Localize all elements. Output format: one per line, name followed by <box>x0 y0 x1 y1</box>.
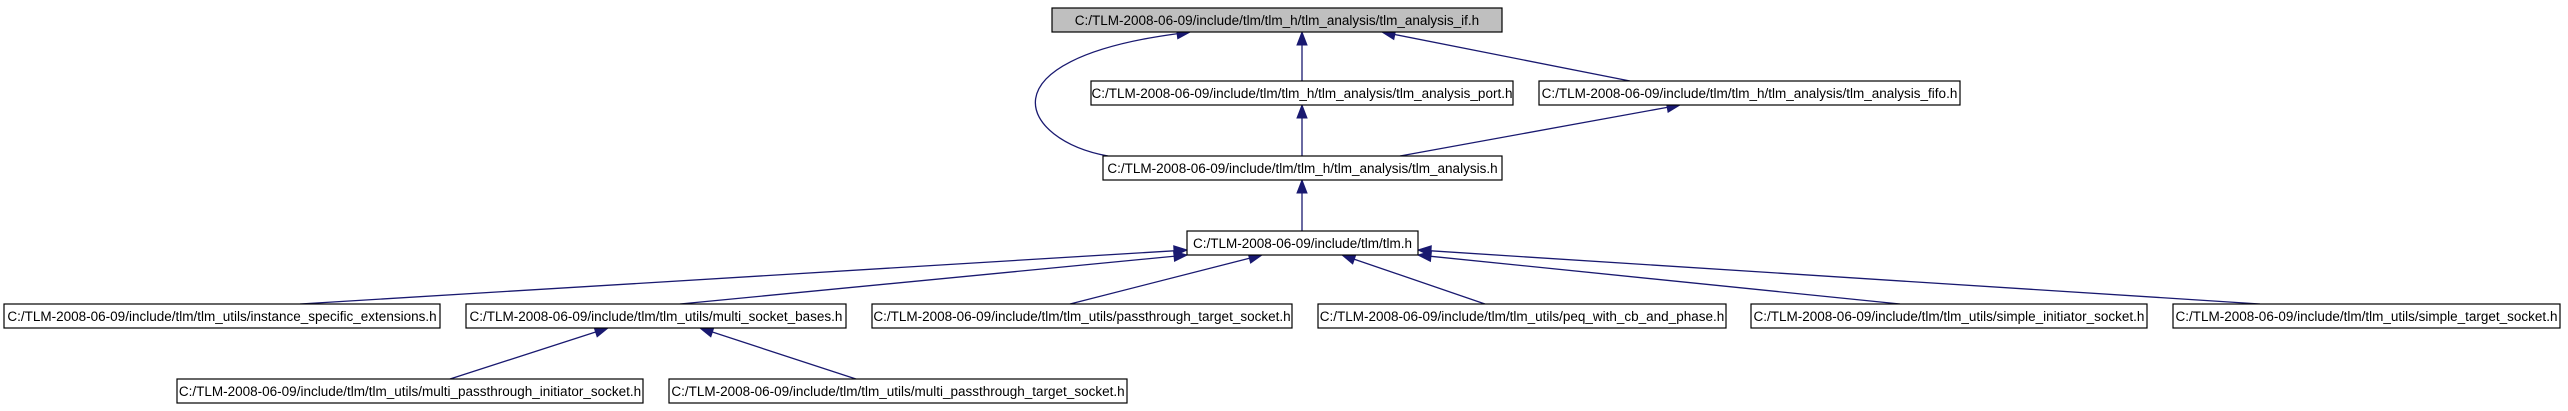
edges-layer <box>299 28 2261 380</box>
edge-line <box>1430 255 1901 305</box>
node-instance-specific-extensions[interactable]: C:/TLM-2008-06-09/include/tlm/tlm_utils/… <box>3 303 441 329</box>
node-peq-with-cb-and-phase[interactable]: C:/TLM-2008-06-09/include/tlm/tlm_utils/… <box>1317 303 1727 329</box>
node-box[interactable] <box>1186 230 1419 256</box>
node-box[interactable] <box>1750 303 2148 329</box>
node-label: C:/TLM-2008-06-09/include/tlm/tlm_h/tlm_… <box>1092 86 1513 101</box>
arrowhead <box>1296 103 1308 119</box>
node-box[interactable] <box>668 378 1128 404</box>
arrowhead <box>1173 250 1189 263</box>
edge-line <box>1430 250 2261 305</box>
node-multi-socket-bases[interactable]: C:/TLM-2008-06-09/include/tlm/tlm_utils/… <box>465 303 847 329</box>
node-box[interactable] <box>1090 80 1514 106</box>
node-box[interactable] <box>871 303 1293 329</box>
nodes-layer: C:/TLM-2008-06-09/include/tlm/tlm_h/tlm_… <box>3 7 2561 404</box>
edge-tlm_analysis-to-tlm_analysis_port <box>1296 103 1308 156</box>
edge-tlm-to-tlm_analysis <box>1296 178 1308 231</box>
edge-line <box>1399 106 1668 157</box>
node-label: C:/TLM-2008-06-09/include/tlm/tlm_utils/… <box>7 309 436 324</box>
edge-multi_passthrough_initiator_socket-to-multi_socket_bases <box>449 326 610 380</box>
node-label: C:/TLM-2008-06-09/include/tlm/tlm_utils/… <box>1320 309 1724 324</box>
node-box[interactable] <box>1102 155 1503 181</box>
arrowhead <box>698 326 715 338</box>
node-tlm-analysis[interactable]: C:/TLM-2008-06-09/include/tlm/tlm_h/tlm_… <box>1102 155 1503 181</box>
node-label: C:/TLM-2008-06-09/include/tlm/tlm_utils/… <box>2176 309 2558 324</box>
edge-multi_passthrough_target_socket-to-multi_socket_bases <box>698 326 857 380</box>
edge-simple_initiator_socket-to-tlm <box>1416 250 1901 305</box>
edge-peq_with_cb_and_phase-to-tlm <box>1340 253 1486 305</box>
node-label: C:/TLM-2008-06-09/include/tlm/tlm_utils/… <box>1754 309 2145 324</box>
arrowhead <box>1416 245 1432 257</box>
arrowhead <box>593 326 610 338</box>
node-multi-passthrough-target-socket[interactable]: C:/TLM-2008-06-09/include/tlm/tlm_utils/… <box>668 378 1128 404</box>
node-multi-passthrough-initiator-socket[interactable]: C:/TLM-2008-06-09/include/tlm/tlm_utils/… <box>176 378 644 404</box>
edge-line <box>299 250 1175 305</box>
node-label: C:/TLM-2008-06-09/include/tlm/tlm_utils/… <box>179 384 641 399</box>
node-label: C:/TLM-2008-06-09/include/tlm/tlm_h/tlm_… <box>1542 86 1958 101</box>
node-label: C:/TLM-2008-06-09/include/tlm/tlm_h/tlm_… <box>1107 161 1497 176</box>
node-tlm[interactable]: C:/TLM-2008-06-09/include/tlm/tlm.h <box>1186 230 1419 256</box>
arrowhead <box>1296 178 1308 194</box>
node-box[interactable] <box>176 378 644 404</box>
node-simple-initiator-socket[interactable]: C:/TLM-2008-06-09/include/tlm/tlm_utils/… <box>1750 303 2148 329</box>
node-box[interactable] <box>1317 303 1727 329</box>
node-box[interactable] <box>465 303 847 329</box>
node-passthrough-target-socket[interactable]: C:/TLM-2008-06-09/include/tlm/tlm_utils/… <box>871 303 1293 329</box>
node-label: C:/TLM-2008-06-09/include/tlm/tlm_utils/… <box>873 309 1290 324</box>
node-box[interactable] <box>1538 80 1961 106</box>
node-box[interactable] <box>2172 303 2561 329</box>
node-tlm-analysis-if[interactable]: C:/TLM-2008-06-09/include/tlm/tlm_h/tlm_… <box>1051 7 1503 33</box>
node-label: C:/TLM-2008-06-09/include/tlm/tlm_utils/… <box>671 384 1124 399</box>
edge-passthrough_target_socket-to-tlm <box>1069 252 1264 305</box>
edge-multi_socket_bases-to-tlm <box>679 250 1189 305</box>
arrowhead <box>1340 253 1357 265</box>
node-box[interactable] <box>1051 7 1503 33</box>
node-label: C:/TLM-2008-06-09/include/tlm/tlm.h <box>1193 236 1412 251</box>
edge-line <box>449 331 596 380</box>
node-label: C:/TLM-2008-06-09/include/tlm/tlm_utils/… <box>470 309 843 324</box>
node-label: C:/TLM-2008-06-09/include/tlm/tlm_h/tlm_… <box>1075 13 1479 28</box>
edge-line <box>1034 33 1178 157</box>
edge-line <box>712 331 857 380</box>
edge-line <box>1394 33 1631 82</box>
edge-line <box>1354 258 1486 305</box>
node-tlm-analysis-fifo[interactable]: C:/TLM-2008-06-09/include/tlm/tlm_h/tlm_… <box>1538 80 1961 106</box>
node-tlm-analysis-port[interactable]: C:/TLM-2008-06-09/include/tlm/tlm_h/tlm_… <box>1090 80 1514 106</box>
edge-tlm_analysis_fifo-to-tlm_analysis_if <box>1380 28 1631 82</box>
arrowhead <box>1296 30 1308 46</box>
edge-instance_specific_extensions-to-tlm <box>299 245 1189 305</box>
edge-tlm_analysis_port-to-tlm_analysis_if <box>1296 30 1308 81</box>
edge-line <box>1069 257 1250 305</box>
node-simple-target-socket[interactable]: C:/TLM-2008-06-09/include/tlm/tlm_utils/… <box>2172 303 2561 329</box>
edge-simple_target_socket-to-tlm <box>1416 245 2261 305</box>
node-box[interactable] <box>3 303 441 329</box>
edge-line <box>679 255 1175 305</box>
edge-tlm_analysis-to-tlm_analysis_fifo <box>1399 101 1682 157</box>
